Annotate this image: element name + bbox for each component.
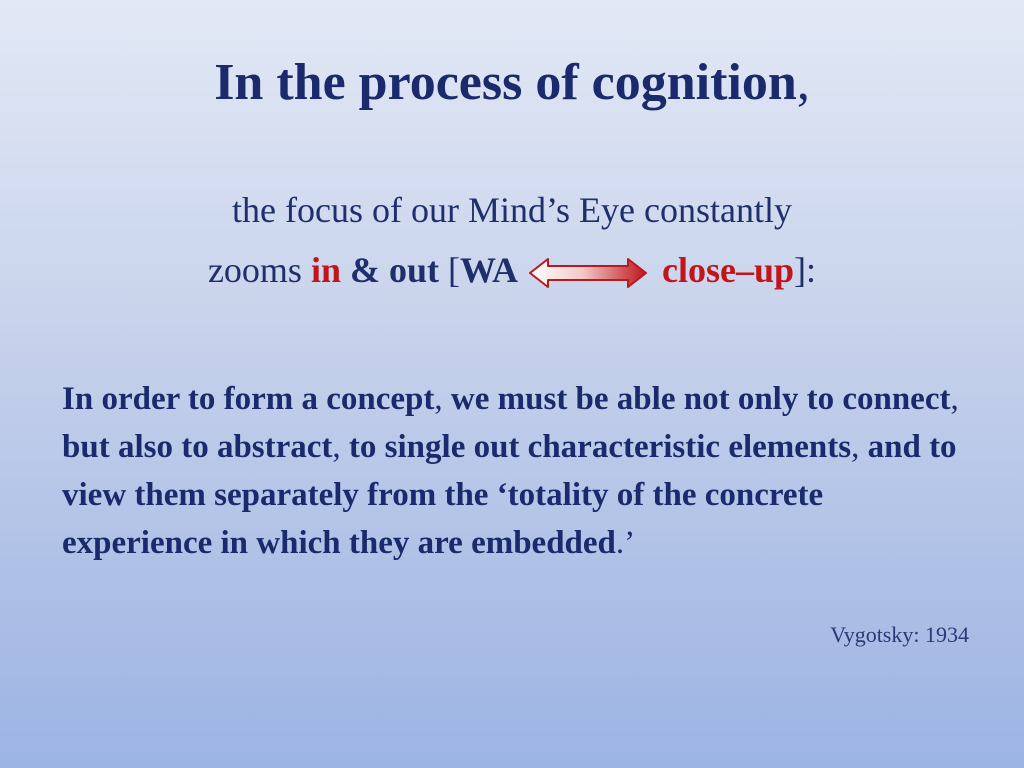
subtitle-line-2: zooms in & out [WA close–up]: xyxy=(0,240,1024,300)
in-text: in xyxy=(310,250,341,290)
double-headed-arrow-icon xyxy=(529,258,647,288)
title-text: In the process of cognition xyxy=(214,54,797,111)
quote-part-3: but also to abstract xyxy=(62,429,333,465)
close-up-text: close–up xyxy=(662,250,795,290)
subtitle-line-1: the focus of our Mind’s Eye constantly xyxy=(232,190,792,230)
and-out-text: & out xyxy=(340,250,439,290)
zooms-text: zooms xyxy=(207,250,311,290)
quote-comma-3: , xyxy=(332,429,341,465)
citation: Vygotsky: 1934 xyxy=(830,622,969,647)
quote-comma-1: , xyxy=(434,381,443,417)
open-bracket: [ xyxy=(438,250,460,290)
subtitle: the focus of our Mind’s Eye constantly z… xyxy=(0,180,1024,300)
quote-part-5: and to view them separately from the ‘to… xyxy=(62,429,957,561)
quote-comma-4: , xyxy=(851,429,860,465)
colon: : xyxy=(806,250,817,290)
quote-part-2: we must be able not only to connect xyxy=(442,381,951,417)
vygotsky-quote: In order to form a concept, we must be a… xyxy=(62,375,962,567)
quote-end: .’ xyxy=(615,525,636,561)
title-comma: , xyxy=(796,54,810,111)
slide-title: In the process of cognition, xyxy=(0,50,1024,116)
wa-text: WA xyxy=(459,250,518,290)
quote-comma-2: , xyxy=(950,381,959,417)
quote-part-4: to single out characteristic elements xyxy=(340,429,852,465)
quote-part-1: In order to form a concept xyxy=(62,381,435,417)
close-bracket: ] xyxy=(794,250,807,290)
